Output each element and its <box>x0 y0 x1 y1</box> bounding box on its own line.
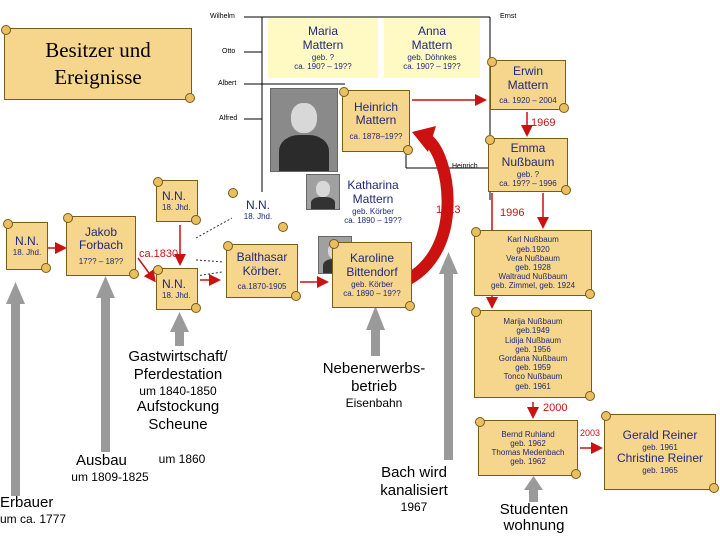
person-emma-nussbaum: Emma Nußbaum geb. ? ca. 19?? – 1996 <box>485 135 571 195</box>
event-studenten: Studenten wohnung <box>499 501 569 534</box>
year-label-2003: 2003 <box>580 428 601 438</box>
grey-arrows <box>6 252 543 502</box>
person-karoline-bittendorf: Karoline Bittendorf geb. Körber ca. 1890… <box>329 239 415 311</box>
event-erbauer: Erbauer um ca. 1777 <box>0 494 67 526</box>
group-karl-nussbaum: Karl Nußbaum geb.1920 Vera Nußbaum geb. … <box>471 227 595 299</box>
portrait-photo-katharina <box>306 174 340 210</box>
person-anna-mattern: Anna Mattern geb. Döhnkes ca. 190? – 19?… <box>384 18 480 78</box>
person-nn-1: N.N. 18. Jhd. <box>3 219 51 273</box>
person-balthasar-koerber: Balthasar Körber. ca.1870-1905 <box>223 241 301 301</box>
year-label-1996: 1996 <box>500 207 525 219</box>
group-bernd-ruhland: Bernd Ruhland geb. 1962 Thomas Medenbach… <box>475 417 581 479</box>
gen-label-albert: Albert <box>218 80 237 87</box>
gen-label-otto: Otto <box>222 48 236 55</box>
page-title: Besitzer und Ereignisse <box>45 37 151 89</box>
event-date-1860: um 1860 <box>158 452 206 466</box>
year-label-1969: 1969 <box>531 117 556 129</box>
gen-label-alfred: Alfred <box>219 115 238 122</box>
person-jakob-forbach: Jakob Forbach 17?? – 18?? <box>63 213 139 279</box>
gen-label-heinrich: Heinrich <box>452 163 478 170</box>
event-nebenerwerb: Nebenerwerbs- betrieb Eisenbahn <box>322 360 426 410</box>
gen-label-wilhelm: Wilhelm <box>210 13 235 20</box>
year-label-1830: ca.1830 <box>139 248 179 260</box>
event-ausbau: Ausbau um 1809-1825 <box>71 452 149 484</box>
group-marija-nussbaum: Marija Nußbaum geb.1949 Lidija Nußbaum g… <box>471 307 595 401</box>
person-nn-bottom: N.N. 18. Jhd. <box>153 265 201 313</box>
person-nn-top: N.N. 18. Jhd. <box>153 177 201 225</box>
gen-label-ernst: Ernst <box>500 13 517 20</box>
curved-arrow <box>392 132 454 291</box>
event-bach: Bach wird kanalisiert 1967 <box>380 464 448 514</box>
title-scroll: Besitzer und Ereignisse <box>1 25 195 103</box>
person-erwin-mattern: Erwin Mattern ca. 1920 – 2004 <box>487 57 569 113</box>
person-maria-mattern: Maria Mattern geb. ? ca. 190? – 19?? <box>268 18 378 78</box>
person-katharina-mattern: Katharina Mattern geb. Körber ca. 1890 –… <box>344 178 402 225</box>
person-heinrich-mattern: Heinrich Mattern ca. 1878–19?? <box>339 87 413 155</box>
year-label-1913: 1913 <box>436 204 461 216</box>
person-nn-mid: N.N. 18. Jhd. <box>228 188 288 232</box>
year-label-2000: 2000 <box>543 402 568 414</box>
group-gerald-reiner: Gerald Reiner geb. 1961 Christine Reiner… <box>601 411 719 493</box>
event-gastwirtschaft: Gastwirtschaft/ Pferdestation um 1840-18… <box>128 348 228 434</box>
portrait-photo-heinrich <box>270 88 338 172</box>
